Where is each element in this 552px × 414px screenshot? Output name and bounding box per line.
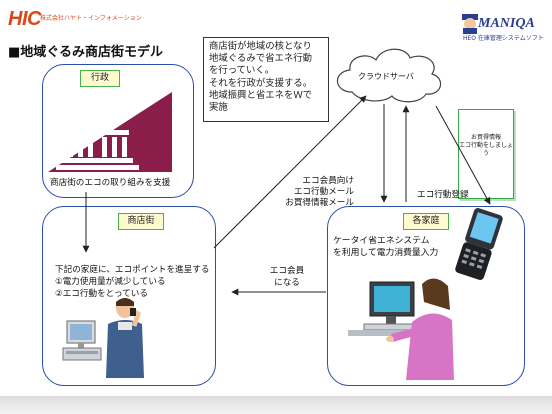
callout-line: 商店街が地域の核となり [209, 41, 312, 52]
cloud-server-label: クラウドサーバ [358, 72, 414, 81]
shopping-street-tag: 商店街 [118, 213, 164, 230]
eco-mail-label: エコ行動メール [293, 187, 354, 197]
mascot-icon [462, 14, 478, 34]
shopkeeper-icon [106, 298, 144, 378]
cloud-server-shape [336, 48, 442, 103]
callout-line: を行っていく。 [209, 65, 275, 77]
callout-line: 実施 [209, 102, 228, 114]
callout-line: それを行政が支援する。 [209, 77, 313, 89]
slide-footer-bar [0, 396, 552, 414]
company-name: 株式会社ハヤト・インフォメーション [40, 15, 142, 22]
government-caption: 商店街のエコの取り組みを支援 [50, 178, 171, 188]
household-tag: 各家庭 [403, 213, 449, 230]
company-logo: HIC [8, 8, 41, 30]
product-logo: MANIQA [478, 16, 535, 31]
callout-line: 地域ぐるみで省エネ行動 [209, 53, 312, 65]
phone-screen-note: お買得情報 エコ行動をしましょう [458, 109, 514, 199]
household-line: ケータイ省エネシステム [333, 236, 430, 246]
eco-member-label: エコ会員 [269, 266, 305, 276]
eco-mail-label: エコ会員向け [302, 176, 354, 186]
arrow-to-cloud [213, 95, 367, 249]
slide-title: ■地域ぐるみ商店街モデル [8, 45, 164, 60]
eco-mail-label: お買得情報メール [285, 198, 354, 208]
product-subtitle: HEO 在庫管理システムソフト [463, 35, 544, 42]
concept-callout: 商店街が地域の核となり 地域ぐるみで省エネ行動 を行っていく。 それを行政が支援… [203, 37, 329, 122]
eco-register-label: エコ行動登録 [417, 190, 469, 200]
eco-member-label: になる [274, 278, 300, 288]
note-line: エコ行動をしましょう [459, 142, 514, 157]
shopping-street-line: 下記の家庭に、エコポイントを進呈する [55, 265, 210, 275]
government-tag: 行政 [80, 70, 120, 87]
callout-line: 地域振興と省エネをＷで [209, 89, 313, 101]
mobile-phone-icon [455, 208, 503, 280]
arrow-to-phone [435, 105, 491, 205]
woman-at-computer-icon [348, 278, 454, 380]
shopping-street-line: ①電力使用量が減少している [55, 277, 166, 287]
government-building-icon [48, 92, 172, 172]
computer-icon [62, 320, 102, 361]
shopping-street-line: ②エコ行動をとっている [55, 289, 148, 299]
note-line: お買得情報 [470, 134, 501, 141]
household-line: を利用して電力消費量入力 [333, 248, 439, 258]
